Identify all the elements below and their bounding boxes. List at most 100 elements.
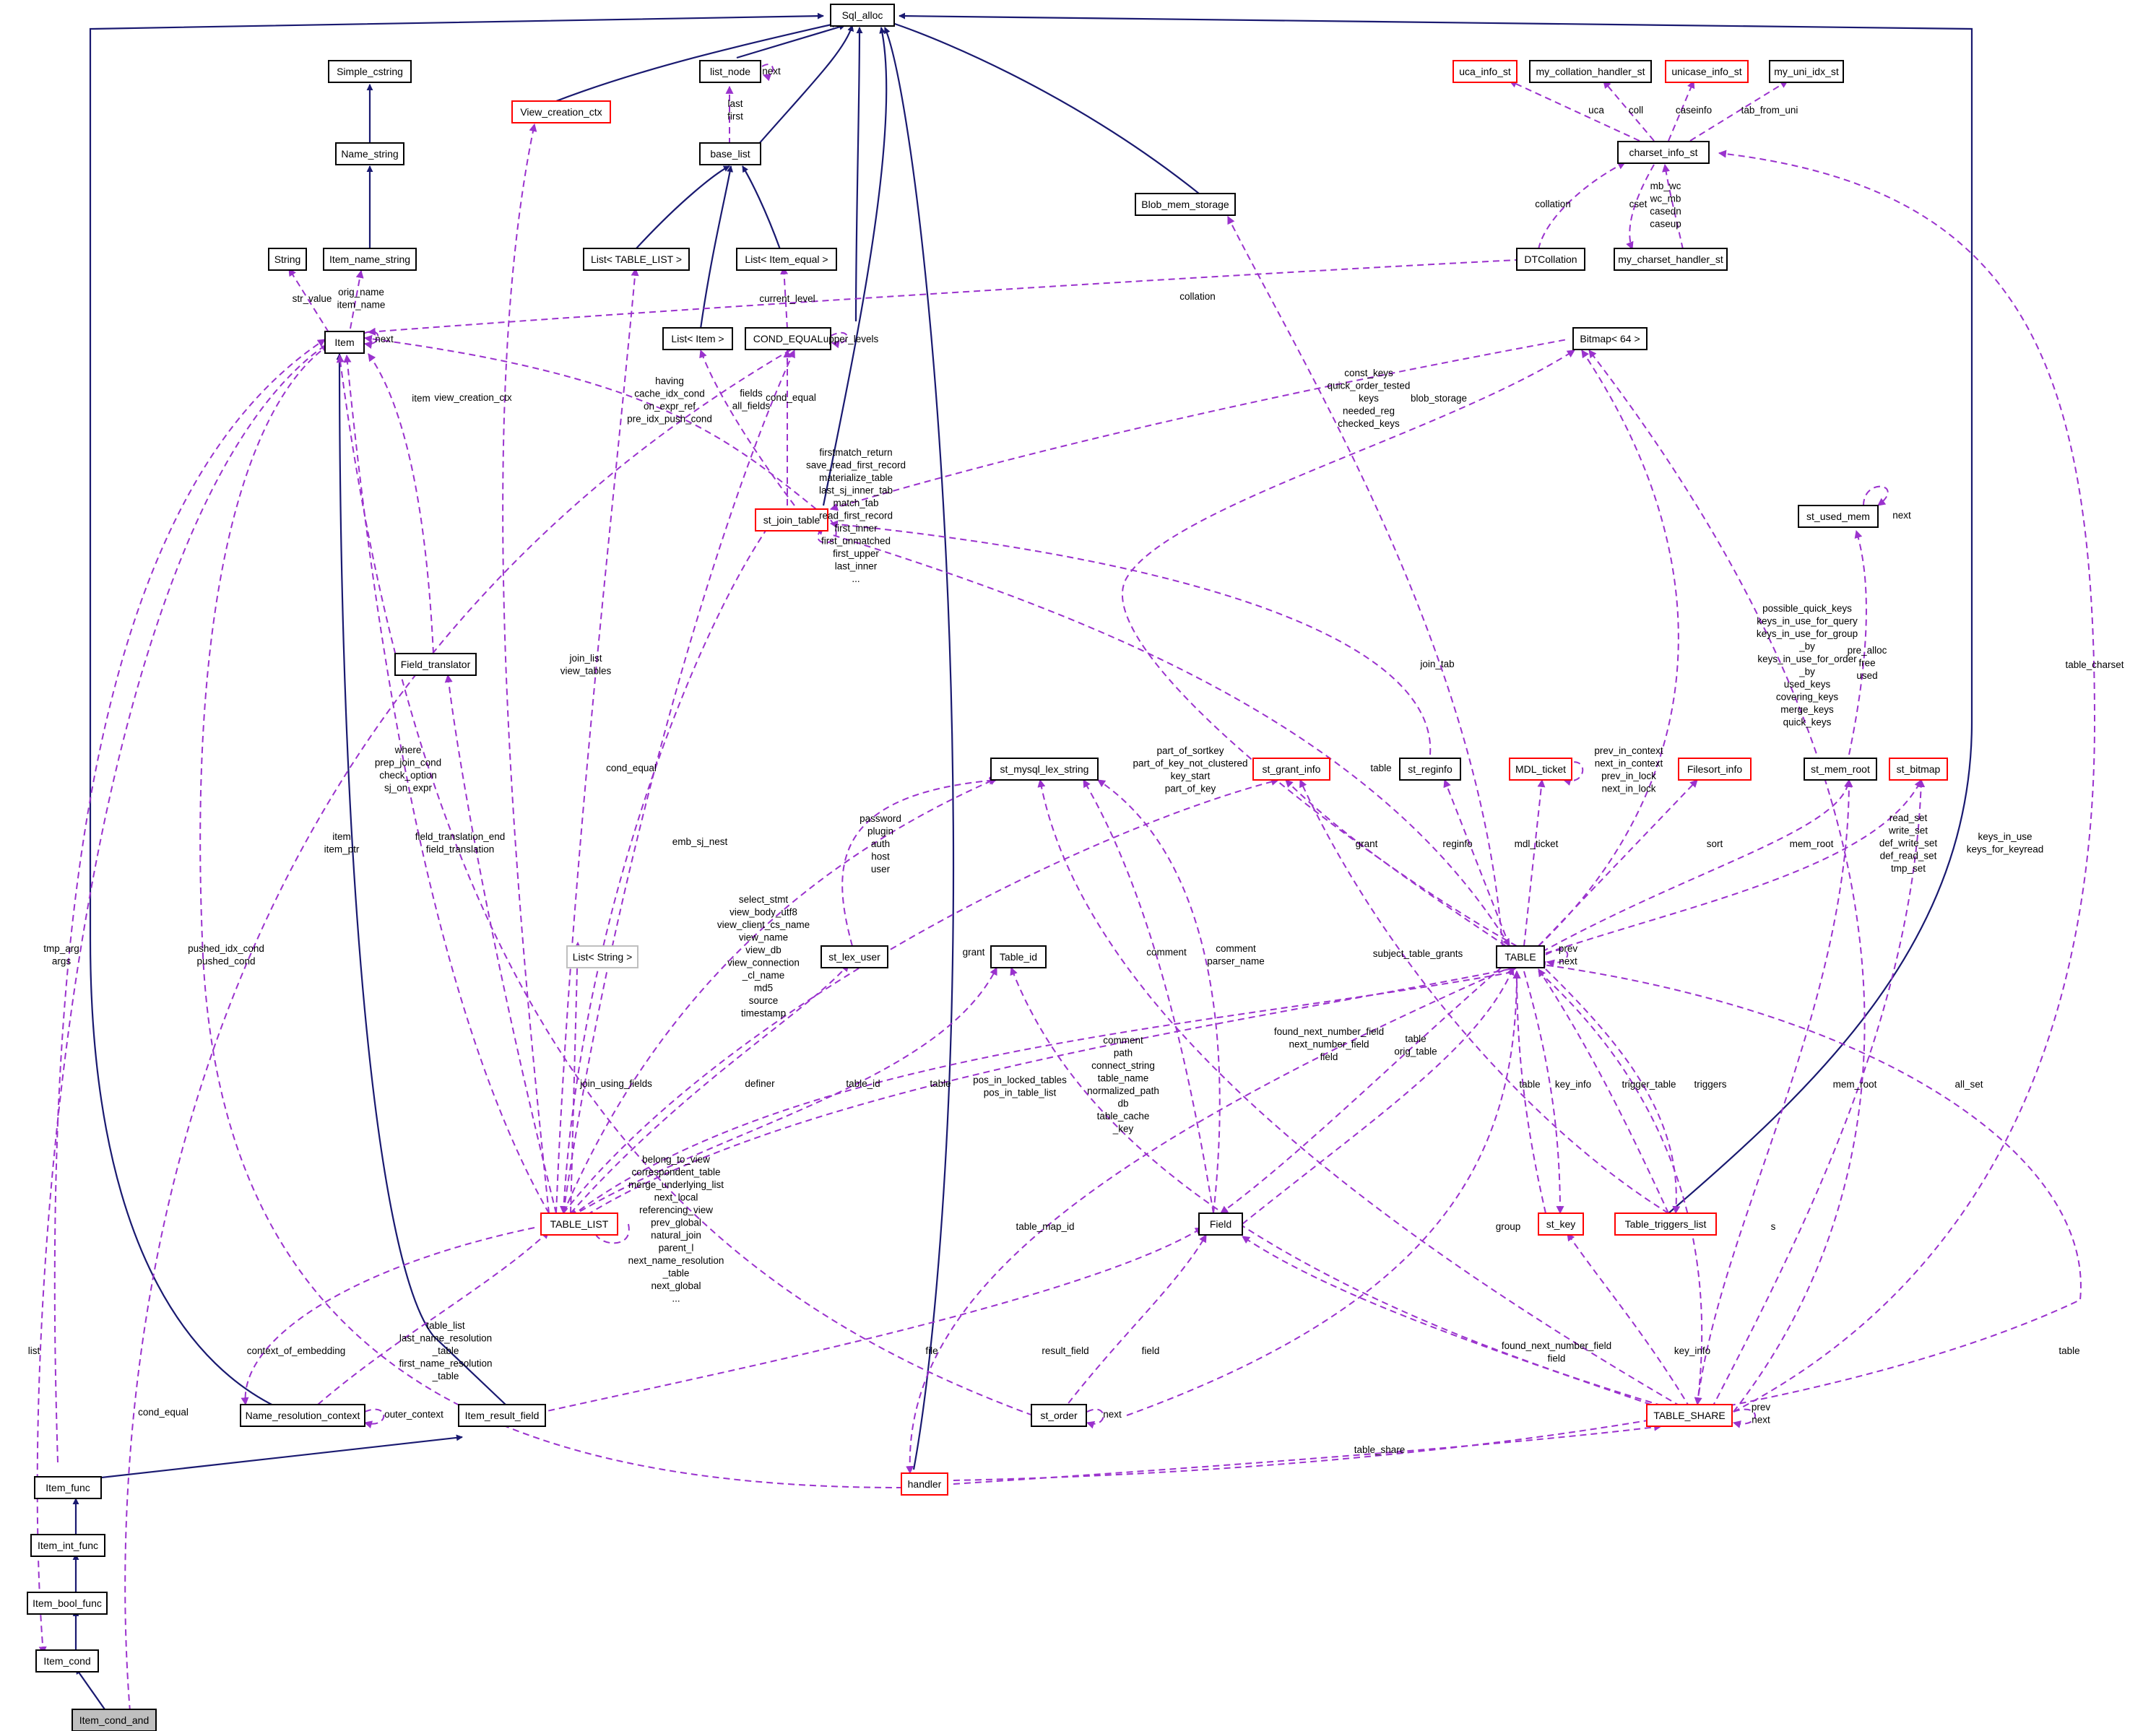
class-node-name-resolution-context[interactable]: Name_resolution_context <box>240 1404 365 1427</box>
class-node-table-list[interactable]: TABLE_LIST <box>540 1212 618 1236</box>
class-node-simple-cstring[interactable]: Simple_cstring <box>328 60 412 83</box>
elabel-next-list-node: next <box>762 66 781 77</box>
node-label: Sql_alloc <box>842 9 883 21</box>
class-node-field[interactable]: Field <box>1198 1212 1243 1236</box>
class-node-charset-info-st[interactable]: charset_info_st <box>1617 141 1710 164</box>
class-node-st-reginfo[interactable]: st_reginfo <box>1399 758 1461 781</box>
elabel-line: def_write_set <box>1879 838 1938 849</box>
class-node-list-string[interactable]: List< String > <box>566 945 638 968</box>
elabel-file: file <box>925 1345 938 1356</box>
elabel-mem-root-table: mem_root <box>1790 838 1834 849</box>
edge-use-having <box>363 334 817 510</box>
class-node-st-used-mem[interactable]: st_used_mem <box>1798 505 1879 528</box>
class-node-blob-mem-storage[interactable]: Blob_mem_storage <box>1135 193 1236 216</box>
edge-use-table-id <box>570 967 997 1218</box>
edge-use-item-field-translator <box>368 353 434 654</box>
class-node-mdl-ticket[interactable]: MDL_ticket <box>1509 758 1572 781</box>
class-node-table[interactable]: TABLE <box>1496 945 1545 968</box>
node-box <box>240 1404 365 1427</box>
node-label: list_node <box>710 66 750 77</box>
class-node-item-name-string[interactable]: Item_name_string <box>323 248 417 271</box>
elabel-line: item_name <box>337 300 386 311</box>
class-node-my-uni-idx-st[interactable]: my_uni_idx_st <box>1769 60 1844 83</box>
class-node-st-mem-root[interactable]: st_mem_root <box>1804 758 1877 781</box>
elabel-line: part_of_key_not_clustered <box>1133 758 1247 769</box>
class-node-my-collation-handler-st[interactable]: my_collation_handler_st <box>1529 60 1652 83</box>
class-node-item-func[interactable]: Item_func <box>34 1476 102 1499</box>
edge-use-collation <box>367 259 1518 336</box>
edge-inherit-item-result-field <box>336 353 506 1405</box>
class-node-st-lex-user[interactable]: st_lex_user <box>821 945 888 968</box>
elabel-line: source <box>749 995 779 1006</box>
edge-use-prev-next-table <box>1545 949 1569 968</box>
node-box <box>821 945 888 968</box>
elabel-line: correspondent_table <box>631 1167 720 1178</box>
elabel-line: _cl_name <box>742 970 785 981</box>
node-label: base_list <box>710 148 750 160</box>
class-node-item-bool-func[interactable]: Item_bool_func <box>27 1592 108 1615</box>
class-node-sql-alloc[interactable]: Sql_alloc <box>830 4 895 27</box>
class-node-st-grant-info[interactable]: st_grant_info <box>1252 758 1330 781</box>
class-node-st-join-table[interactable]: st_join_table <box>755 508 828 532</box>
class-node-cond-equal[interactable]: COND_EQUAL <box>745 327 831 350</box>
class-node-st-key[interactable]: st_key <box>1538 1212 1584 1236</box>
node-box <box>1453 60 1518 83</box>
class-node-filesort-info[interactable]: Filesort_info <box>1678 758 1752 781</box>
node-label: st_order <box>1040 1410 1078 1421</box>
elabel-trigger-table: trigger_table <box>1622 1079 1676 1090</box>
class-node-handler[interactable]: handler <box>901 1472 948 1496</box>
elabel-next-order: next <box>1103 1409 1122 1420</box>
class-node-name-string[interactable]: Name_string <box>335 142 404 165</box>
node-box <box>1678 758 1752 781</box>
edge-use-upper-levels <box>830 331 848 349</box>
node-box <box>1665 60 1749 83</box>
edge-use-read-set <box>1545 779 1922 954</box>
elabel-line: _table <box>662 1268 690 1279</box>
class-node-table-id[interactable]: Table_id <box>990 945 1047 968</box>
elabel-join-tab: join_tab <box>1419 659 1454 669</box>
class-node-item-cond-and[interactable]: Item_cond_and <box>72 1709 157 1731</box>
class-node-field-translator[interactable]: Field_translator <box>394 653 477 676</box>
elabel-line: timestamp <box>741 1008 786 1019</box>
class-node-st-bitmap[interactable]: st_bitmap <box>1889 758 1948 781</box>
class-node-st-mysql-lex-string[interactable]: st_mysql_lex_string <box>990 758 1099 781</box>
class-node-list-item-equal[interactable]: List< Item_equal > <box>736 248 837 271</box>
class-node-table-triggers-list[interactable]: Table_triggers_list <box>1614 1212 1717 1236</box>
edge-use-file <box>906 967 1510 1475</box>
elabel-line: normalized_path <box>1087 1085 1159 1096</box>
class-node-base-list[interactable]: base_list <box>699 142 761 165</box>
class-node-list-table-list[interactable]: List< TABLE_LIST > <box>583 248 690 271</box>
class-node-table-share[interactable]: TABLE_SHARE <box>1646 1404 1733 1427</box>
class-node-dtcollation[interactable]: DTCollation <box>1516 248 1585 271</box>
elabel-line: const_keys <box>1344 368 1393 378</box>
edge-use-mdl-ticket <box>1523 778 1546 947</box>
class-node-item-cond[interactable]: Item_cond <box>35 1649 99 1673</box>
edge-use-possible-quick <box>1538 350 1679 947</box>
class-node-item[interactable]: Item <box>324 331 365 354</box>
edge-use-group <box>1126 970 1521 1416</box>
elabel-table-share: table_share <box>1354 1444 1406 1455</box>
edge-use-triggers <box>1545 968 1681 1215</box>
edge-inherit-view-creation-ctx <box>555 21 839 103</box>
class-node-string[interactable]: String <box>268 248 307 271</box>
class-node-st-order[interactable]: st_order <box>1031 1404 1087 1427</box>
node-box <box>1646 1404 1733 1427</box>
elabel-table-key: table <box>1519 1079 1540 1090</box>
elabel-line: needed_reg <box>1343 406 1395 417</box>
elabel-line: pos_in_locked_tables <box>973 1075 1067 1085</box>
class-node-unicase-info-st[interactable]: unicase_info_st <box>1665 60 1749 83</box>
node-label: DTCollation <box>1524 253 1577 265</box>
edge-use-pushed-idx <box>199 344 904 1488</box>
class-node-bitmap64[interactable]: Bitmap< 64 > <box>1572 327 1648 350</box>
class-node-list-node[interactable]: list_node <box>699 60 761 83</box>
node-label: MDL_ticket <box>1515 763 1566 775</box>
class-node-view-creation-ctx[interactable]: View_creation_ctx <box>511 100 611 123</box>
class-node-my-charset-handler-st[interactable]: my_charset_handler_st <box>1614 248 1728 271</box>
class-node-uca-info-st[interactable]: uca_info_st <box>1453 60 1518 83</box>
node-box <box>830 4 895 27</box>
class-node-list-item[interactable]: List< Item > <box>662 327 733 350</box>
class-node-item-result-field[interactable]: Item_result_field <box>458 1404 546 1427</box>
edge-inherit-st-join-table <box>822 27 888 506</box>
class-node-item-int-func[interactable]: Item_int_func <box>30 1534 105 1557</box>
